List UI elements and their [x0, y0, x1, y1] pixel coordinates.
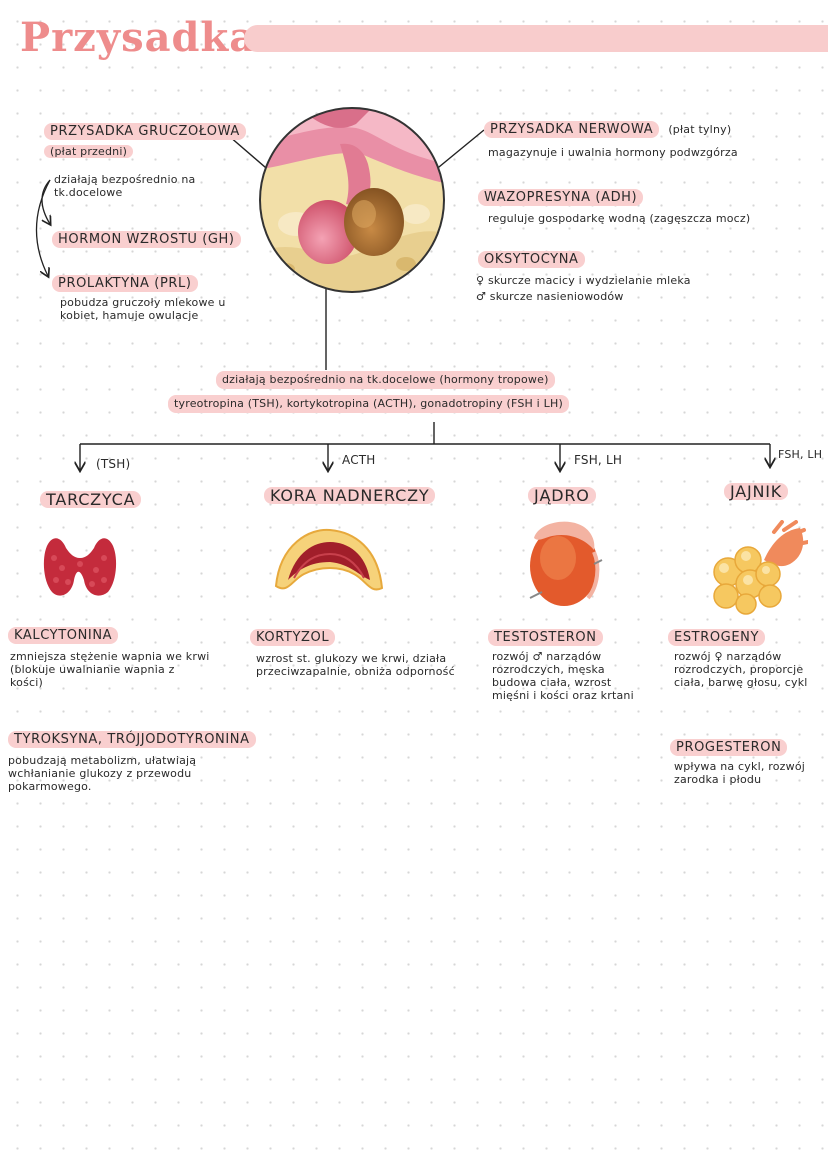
organ-testis-label: JĄDRO	[528, 487, 596, 504]
posterior-desc: magazynuje i uwalnia hormony podwzgórza	[488, 146, 738, 159]
adrenal-cortex-illustration	[274, 528, 384, 591]
ovary-illustration	[713, 520, 808, 615]
hormone-calcitonin-label: KALCYTONINA	[8, 627, 119, 644]
hormone-cortisol-label: KORTYZOL	[250, 629, 336, 646]
organ-adrenal-label: KORA NADNERCZY	[264, 487, 436, 504]
branch-label-fsh-lh-1: FSH, LH	[574, 453, 623, 467]
hormone-progesterone-label: PROGESTERON	[670, 739, 788, 756]
hormone-estrogens: ESTROGENY	[668, 626, 766, 646]
branch-label-tsh: (TSH)	[96, 457, 131, 471]
hormone-testosterone-desc: rozwój ♂ narządów rozrodczych, męska bud…	[492, 650, 634, 702]
tropic-line-1: działają bezpośrednio na tk.docelowe (ho…	[216, 368, 555, 389]
hormone-thyroxine-label: TYROKSYNA, TRÓJJODOTYRONINA	[8, 731, 256, 748]
hormone-oxytocin: OKSYTOCYNA	[478, 248, 585, 268]
organ-adrenal: KORA NADNERCZY	[264, 486, 436, 505]
hormone-calcitonin-desc: zmniejsza stężenie wapnia we krwi (bloku…	[10, 650, 210, 689]
hormone-prl-desc: pobudza gruczoły mlekowe u kobiet, hamuj…	[60, 296, 226, 322]
anterior-pituitary-sub: (płat przedni)	[44, 145, 134, 158]
tropic-line-2: tyreotropina (TSH), kortykotropina (ACTH…	[168, 392, 569, 413]
hormone-adh-desc: reguluje gospodarkę wodną (zagęszcza moc…	[488, 212, 751, 225]
page-title: Przysadka	[20, 14, 257, 61]
pituitary-gland-illustration	[259, 107, 445, 293]
tropic-line-1-text: działają bezpośrednio na tk.docelowe (ho…	[216, 371, 555, 389]
hormone-cortisol-desc: wzrost st. glukozy we krwi, działa przec…	[256, 652, 455, 678]
title-bar	[244, 25, 828, 52]
hormone-testosterone-label: TESTOSTERON	[488, 629, 603, 646]
hormone-thyroxine: TYROKSYNA, TRÓJJODOTYRONINA	[8, 728, 256, 748]
hormone-oxytocin-desc1: ♀ skurcze macicy i wydzielanie mleka	[476, 274, 691, 287]
hormone-estrogens-label: ESTROGENY	[668, 629, 766, 646]
organ-testis: JĄDRO	[528, 486, 596, 505]
hormone-gh: HORMON WZROSTU (GH)	[52, 228, 241, 248]
branch-label-fsh-lh-2: FSH, LH	[778, 448, 823, 461]
hormone-calcitonin: KALCYTONINA	[8, 624, 119, 644]
anterior-note: działają bezpośrednio na tk.docelowe	[54, 173, 196, 199]
hormone-testosterone: TESTOSTERON	[488, 626, 603, 646]
hormone-prl: PROLAKTYNA (PRL)	[52, 272, 198, 292]
branch-label-acth: ACTH	[342, 453, 376, 467]
posterior-pituitary-heading: PRZYSADKA NERWOWA	[484, 121, 660, 138]
organ-ovary: JAJNIK	[724, 482, 789, 501]
hormone-progesterone: PROGESTERON	[670, 736, 788, 756]
posterior-pituitary-sub: (płat tylny)	[668, 123, 732, 136]
hormone-progesterone-desc: wpływa na cykl, rozwój zarodka i płodu	[674, 760, 806, 786]
organ-ovary-label: JAJNIK	[724, 483, 789, 500]
testis-illustration	[529, 521, 603, 606]
posterior-pituitary-section: PRZYSADKA NERWOWA (płat tylny)	[484, 118, 731, 138]
tropic-line-2-text: tyreotropina (TSH), kortykotropina (ACTH…	[168, 395, 569, 413]
hormone-prl-label: PROLAKTYNA (PRL)	[52, 275, 198, 292]
hormone-thyroxine-desc: pobudzają metabolizm, ułatwiają wchłania…	[8, 754, 197, 793]
organ-thyroid-label: TARCZYCA	[40, 491, 142, 508]
hormone-adh: WAZOPRESYNA (ADH)	[478, 186, 644, 206]
thyroid-illustration	[43, 538, 117, 596]
anterior-pituitary-heading: PRZYSADKA GRUCZOŁOWA	[44, 123, 246, 140]
hormone-estrogens-desc: rozwój ♀ narządów rozrodczych, proporcje…	[674, 650, 808, 689]
organ-thyroid: TARCZYCA	[40, 490, 142, 509]
hormone-oxytocin-desc2: ♂ skurcze nasieniowodów	[476, 290, 624, 303]
bracket-arrow-prl	[35, 179, 51, 276]
hormone-cortisol: KORTYZOL	[250, 626, 336, 646]
hormone-adh-label: WAZOPRESYNA (ADH)	[478, 189, 644, 206]
hormone-gh-label: HORMON WZROSTU (GH)	[52, 231, 241, 248]
hormone-oxytocin-label: OKSYTOCYNA	[478, 251, 585, 268]
anterior-pituitary-section: PRZYSADKA GRUCZOŁOWA (płat przedni)	[44, 120, 246, 159]
